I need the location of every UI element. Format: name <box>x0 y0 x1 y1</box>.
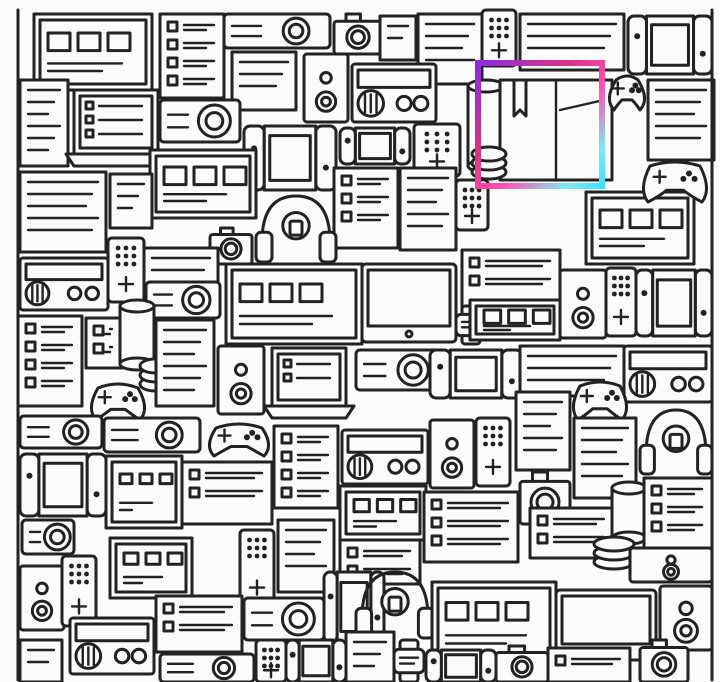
found-object-highlight-frame[interactable] <box>475 60 605 189</box>
checklist-icon[interactable] <box>332 166 400 250</box>
checklist-icon[interactable] <box>158 12 226 100</box>
projector-icon[interactable] <box>102 416 202 454</box>
radio-icon[interactable] <box>350 62 438 124</box>
remote-control-icon[interactable] <box>60 554 98 628</box>
remote-control-icon[interactable] <box>254 638 288 682</box>
document-icon[interactable] <box>154 318 216 408</box>
handheld-console-icon[interactable] <box>284 638 348 682</box>
gamepad-icon[interactable] <box>642 160 708 204</box>
remote-control-icon[interactable] <box>454 178 490 232</box>
document-icon[interactable] <box>230 50 298 112</box>
monitor-icon[interactable] <box>584 190 696 266</box>
monitor-icon[interactable] <box>338 484 428 542</box>
camera-icon[interactable] <box>638 638 690 682</box>
monitor-icon[interactable] <box>32 12 154 92</box>
speaker-icon[interactable] <box>428 418 476 490</box>
smartwatch-icon[interactable] <box>392 638 426 682</box>
laptop-icon[interactable] <box>64 88 168 168</box>
monitor-icon[interactable] <box>468 298 562 342</box>
handheld-console-icon[interactable] <box>626 14 714 76</box>
laptop-icon[interactable] <box>262 346 356 420</box>
speaker-icon[interactable] <box>658 584 714 652</box>
radio-icon[interactable] <box>18 256 110 312</box>
tablet-icon[interactable] <box>554 588 658 662</box>
checklist-icon[interactable] <box>422 490 520 564</box>
camera-icon[interactable] <box>494 644 550 682</box>
document-icon[interactable] <box>416 12 484 86</box>
handheld-console-icon[interactable] <box>338 126 412 166</box>
gamepad-icon[interactable] <box>572 380 628 422</box>
handheld-console-icon[interactable] <box>634 268 714 338</box>
gamepad-icon[interactable] <box>208 422 270 458</box>
checklist-icon[interactable] <box>16 314 84 408</box>
puzzle-items-layer <box>16 8 716 682</box>
checklist-icon[interactable] <box>546 646 632 682</box>
checklist-icon[interactable] <box>84 316 124 370</box>
checklist-icon[interactable] <box>642 476 714 560</box>
book-icon[interactable] <box>498 78 614 182</box>
camera-icon[interactable] <box>208 226 254 266</box>
handheld-console-icon[interactable] <box>18 452 108 518</box>
checklist-icon[interactable] <box>272 424 340 510</box>
speaker-icon[interactable] <box>18 564 66 632</box>
stack-icon[interactable] <box>592 535 636 571</box>
camera-icon[interactable] <box>332 12 384 56</box>
gamepad-icon[interactable] <box>608 74 646 112</box>
remote-control-icon[interactable] <box>238 528 276 612</box>
document-icon[interactable] <box>344 630 396 682</box>
handheld-console-icon[interactable] <box>424 648 498 682</box>
tablet-icon[interactable] <box>360 262 458 344</box>
projector-icon[interactable] <box>158 652 256 682</box>
speaker-icon[interactable] <box>558 268 608 340</box>
projector-icon[interactable] <box>20 518 76 556</box>
projector-icon[interactable] <box>222 12 332 50</box>
speaker-icon[interactable] <box>302 52 350 124</box>
headphones-icon[interactable] <box>254 194 338 264</box>
checklist-icon[interactable] <box>180 460 274 526</box>
document-icon[interactable] <box>18 78 70 168</box>
document-icon[interactable] <box>18 638 64 682</box>
document-icon[interactable] <box>514 390 572 472</box>
monitor-icon[interactable] <box>104 454 184 530</box>
remote-control-icon[interactable] <box>412 122 462 178</box>
smart-speaker-icon[interactable] <box>610 480 648 546</box>
monitor-icon[interactable] <box>108 536 194 600</box>
remote-control-icon[interactable] <box>480 8 518 68</box>
document-icon[interactable] <box>18 170 108 254</box>
document-icon[interactable] <box>398 166 458 252</box>
remote-control-icon[interactable] <box>474 416 512 488</box>
speaker-icon[interactable] <box>216 344 266 416</box>
projector-icon[interactable] <box>144 280 222 320</box>
gamepad-icon[interactable] <box>90 382 146 422</box>
remote-control-icon[interactable] <box>604 266 638 338</box>
handheld-console-icon[interactable] <box>242 124 338 192</box>
projector-icon[interactable] <box>158 98 242 144</box>
radio-icon[interactable] <box>68 616 156 676</box>
board-grid-lines[interactable] <box>16 8 714 682</box>
projector-icon[interactable] <box>242 596 326 642</box>
handheld-console-icon[interactable] <box>428 348 524 400</box>
projector-icon[interactable] <box>18 414 104 450</box>
radio-icon[interactable] <box>622 344 714 404</box>
projector-icon[interactable] <box>354 348 442 392</box>
headphones-icon[interactable] <box>354 570 436 640</box>
document-icon[interactable] <box>378 14 418 62</box>
headphones-icon[interactable] <box>638 408 714 476</box>
speaker-icon[interactable] <box>628 546 714 584</box>
remote-control-icon[interactable] <box>106 236 146 304</box>
monitor-icon[interactable] <box>148 148 258 220</box>
document-icon[interactable] <box>108 172 154 230</box>
document-icon[interactable] <box>646 78 716 162</box>
monitor-icon[interactable] <box>224 262 364 346</box>
checklist-icon[interactable] <box>154 594 244 654</box>
radio-icon[interactable] <box>340 428 430 486</box>
